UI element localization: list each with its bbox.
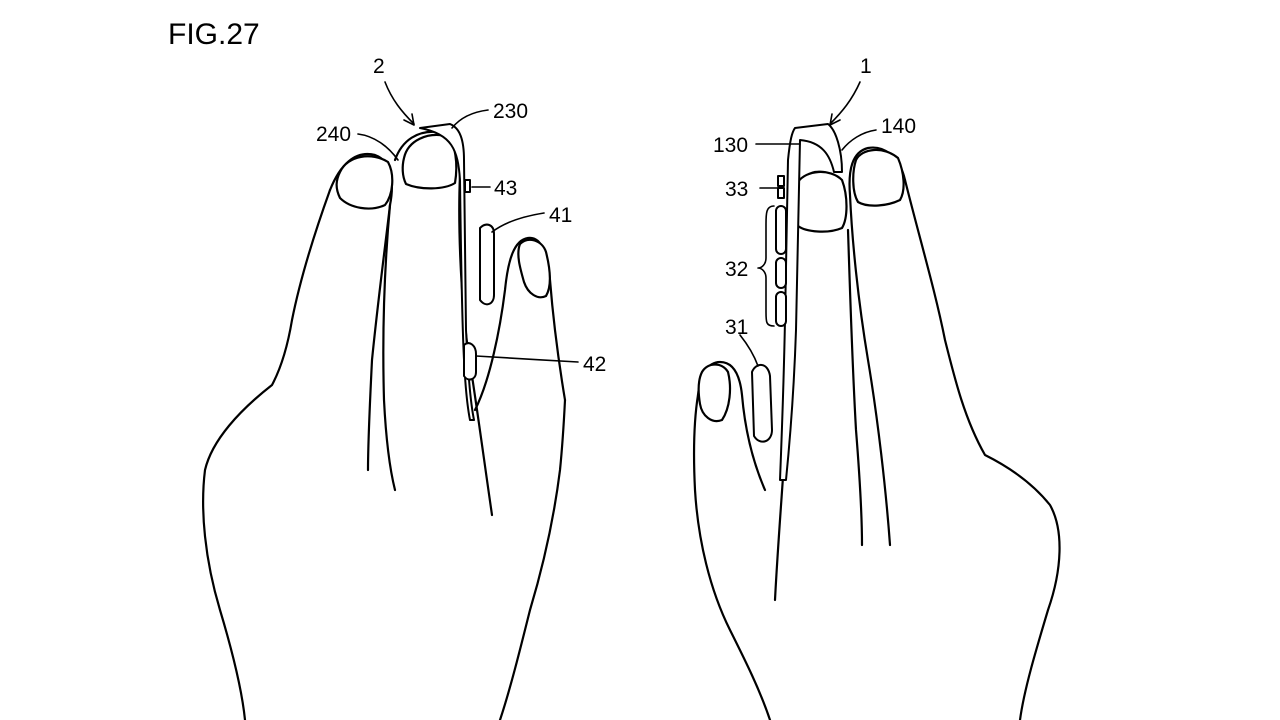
left-leader-240 [357, 133, 399, 161]
left-middle-finger-inner [382, 203, 397, 492]
label-240: 240 [316, 123, 351, 146]
label-32: 32 [725, 258, 748, 281]
right-hand-drawing [692, 81, 1061, 720]
label-140: 140 [881, 115, 916, 138]
left-index-nail [335, 155, 394, 210]
left-lower-trigger [463, 342, 477, 381]
label-41: 41 [549, 204, 572, 227]
left-thumb-nail [517, 238, 551, 299]
label-230: 230 [493, 100, 528, 123]
left-small-button [464, 179, 471, 193]
right-button-32c [775, 291, 787, 327]
right-middle-nail [793, 170, 848, 233]
left-leader-42 [475, 355, 579, 363]
right-button-32b [775, 257, 787, 289]
right-thumb-nail [697, 363, 732, 423]
left-leader-41 [491, 212, 545, 233]
right-index-finger [848, 146, 907, 547]
left-device-arrowhead [403, 113, 415, 126]
left-device-arrow [384, 81, 415, 125]
label-device-1: 1 [860, 55, 872, 78]
label-42: 42 [583, 353, 606, 376]
right-device-arrowhead [829, 113, 841, 126]
right-button-32a [775, 205, 787, 255]
right-bracket-32 [757, 205, 775, 327]
right-trigger-31 [751, 364, 773, 443]
right-hand-outline [903, 178, 1061, 720]
label-43: 43 [494, 177, 517, 200]
right-middle-finger-inner [846, 228, 864, 547]
left-upper-trigger [479, 223, 495, 306]
left-middle-finger [393, 130, 494, 517]
left-hand-drawing [202, 81, 579, 720]
left-hand-outline [202, 188, 332, 720]
right-leader-140 [841, 129, 877, 151]
right-index-nail [852, 148, 905, 207]
left-device-rail [419, 123, 475, 421]
right-hand-wrist [692, 393, 772, 720]
right-small-button-33a [777, 175, 785, 187]
label-33: 33 [725, 178, 748, 201]
right-device-arrow [829, 81, 861, 125]
label-device-2: 2 [373, 55, 385, 78]
label-31: 31 [725, 316, 748, 339]
figure-title: FIG.27 [168, 18, 260, 51]
left-hand-wrist [498, 398, 567, 720]
label-130: 130 [713, 134, 748, 157]
left-thumb [473, 236, 567, 412]
right-small-button-33b [777, 187, 785, 199]
right-leader-31 [739, 334, 759, 367]
left-middle-nail [401, 133, 458, 190]
left-leader-230 [451, 109, 489, 129]
